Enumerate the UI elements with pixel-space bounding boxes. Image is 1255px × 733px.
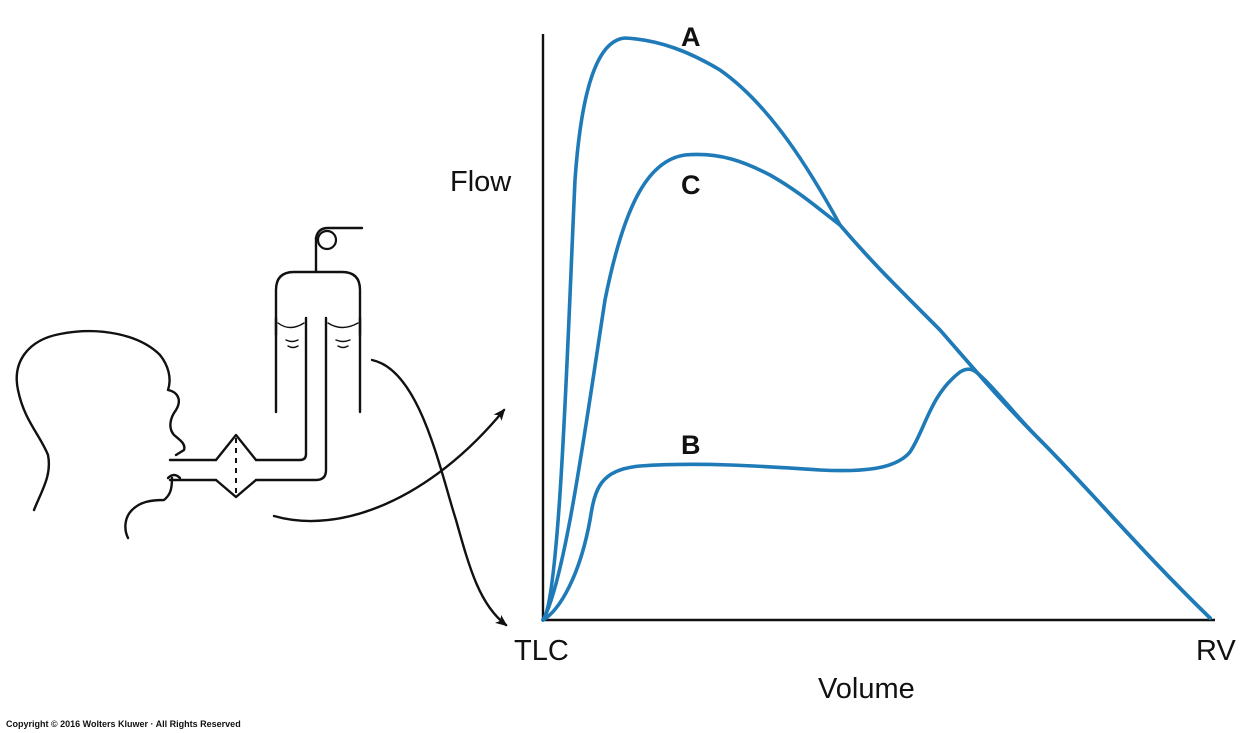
arrow-volume — [370, 358, 508, 627]
copyright-text: Copyright © 2016 Wolters Kluwer · All Ri… — [6, 719, 241, 729]
label-curve-c: C — [681, 170, 701, 200]
flow-sensor — [214, 433, 258, 499]
y-axis-label: Flow — [450, 166, 512, 198]
curve-b — [541, 367, 1212, 622]
flow-volume-graph: A C B Flow TLC RV Volume — [450, 22, 1236, 705]
label-curve-b: B — [681, 430, 701, 460]
spirometer-apparatus — [15, 226, 508, 627]
water-container — [274, 316, 362, 414]
pulley — [314, 226, 364, 272]
person-chin — [124, 476, 174, 540]
person-head — [15, 329, 186, 512]
mouthpiece — [168, 458, 218, 482]
x-axis-label: Volume — [818, 673, 915, 705]
curve-a — [541, 36, 1212, 622]
curve-c — [541, 152, 1212, 622]
x-axis-end-label: RV — [1196, 635, 1236, 667]
spirometer-bell — [274, 270, 362, 337]
water-surface — [277, 322, 359, 349]
label-curve-a: A — [681, 22, 701, 52]
x-axis-start-label: TLC — [514, 635, 569, 667]
spirometer-tube — [254, 316, 328, 482]
person-lip — [166, 473, 182, 480]
arrow-exhaled-flow — [272, 408, 506, 523]
